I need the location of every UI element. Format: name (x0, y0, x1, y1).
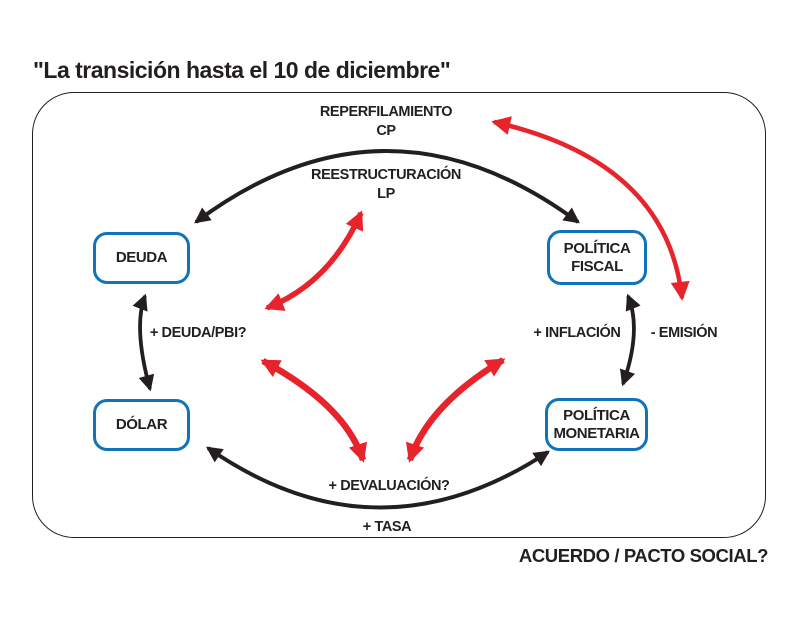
node-deuda-label: DEUDA (115, 249, 168, 267)
footer-acuerdo-pacto-social: ACUERDO / PACTO SOCIAL? (518, 545, 769, 566)
label-devaluacion: + DEVALUACIÓN? (328, 478, 450, 494)
arc-dolar-monetaria-bottom (206, 446, 551, 510)
node-politica-fiscal: POLÍTICA FISCAL (547, 230, 647, 285)
node-dolar: DÓLAR (93, 399, 190, 451)
red-arrow-center-reestructuracion (264, 210, 364, 311)
label-reperfilamiento-cp: REPERFILAMIENTO CP (319, 103, 453, 141)
label-reestructuracion-lp: REESTRUCTURACIÓN LP (311, 166, 461, 204)
arc-fiscal-monetaria-right (619, 293, 641, 387)
node-deuda: DEUDA (93, 232, 190, 284)
red-arrow-emision-reperfilamiento (491, 116, 690, 301)
label-deuda-pbi: + DEUDA/PBI? (149, 325, 247, 341)
node-politica-fiscal-line2: FISCAL (571, 257, 623, 275)
node-dolar-label: DÓLAR (115, 416, 168, 434)
label-emision: - EMISIÓN (650, 325, 718, 341)
node-politica-monetaria-line1: POLÍTICA (563, 406, 630, 424)
red-arrow-right-monetaria (406, 357, 506, 463)
red-arrow-left-devaluacion (260, 358, 367, 463)
label-cp: CP (376, 123, 396, 140)
label-inflacion: + INFLACIÓN (533, 325, 621, 341)
node-politica-monetaria: POLÍTICA MONETARIA (545, 398, 648, 451)
node-politica-monetaria-line2: MONETARIA (553, 424, 640, 442)
page-title: "La transición hasta el 10 de diciembre" (33, 57, 451, 83)
arc-deuda-dolar-left (132, 293, 155, 392)
node-politica-fiscal-line1: POLÍTICA (563, 239, 631, 257)
label-tasa: + TASA (362, 519, 412, 535)
label-reperfilamiento: REPERFILAMIENTO (319, 104, 453, 120)
label-reestructuracion: REESTRUCTURACIÓN (311, 167, 461, 183)
label-lp: LP (377, 186, 395, 203)
